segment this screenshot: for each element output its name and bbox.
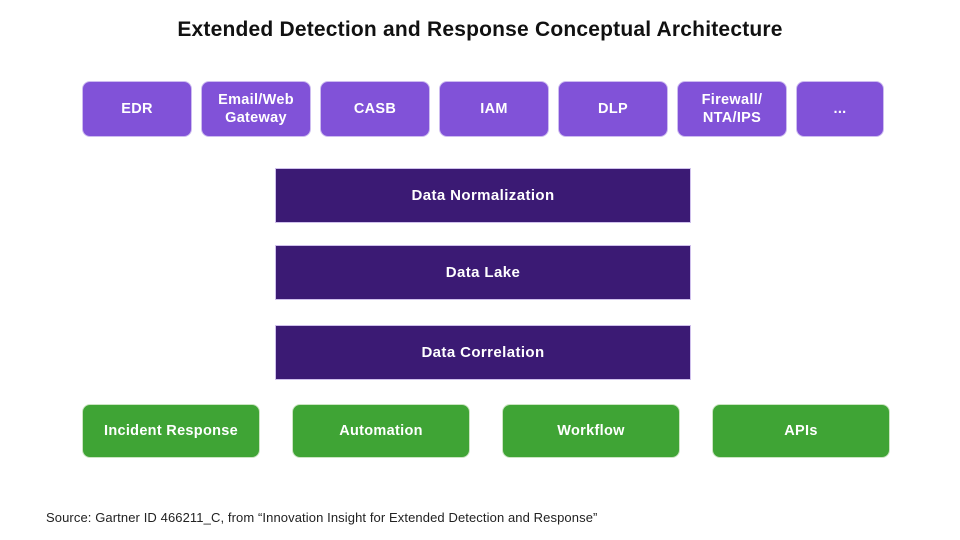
response-capabilities-row: Incident Response Automation Workflow AP… — [82, 404, 890, 458]
pipeline-bar-data-lake: Data Lake — [275, 245, 691, 300]
source-box-ellipsis: ... — [796, 81, 884, 137]
pipeline-bar-data-normalization: Data Normalization — [275, 168, 691, 223]
source-box-iam: IAM — [439, 81, 549, 137]
capability-box-automation: Automation — [292, 404, 470, 458]
source-box-dlp: DLP — [558, 81, 668, 137]
pipeline-bar-data-correlation: Data Correlation — [275, 325, 691, 380]
capability-box-incident-response: Incident Response — [82, 404, 260, 458]
diagram-title: Extended Detection and Response Conceptu… — [177, 18, 783, 41]
source-box-edr: EDR — [82, 81, 192, 137]
source-box-casb: CASB — [320, 81, 430, 137]
capability-box-workflow: Workflow — [502, 404, 680, 458]
source-citation: Source: Gartner ID 466211_C, from “Innov… — [46, 510, 598, 525]
security-sources-row: EDR Email/Web Gateway CASB IAM DLP Firew… — [82, 81, 884, 137]
capability-box-apis: APIs — [712, 404, 890, 458]
source-box-firewall-nta-ips: Firewall/ NTA/IPS — [677, 81, 787, 137]
source-box-email-web-gateway: Email/Web Gateway — [201, 81, 311, 137]
